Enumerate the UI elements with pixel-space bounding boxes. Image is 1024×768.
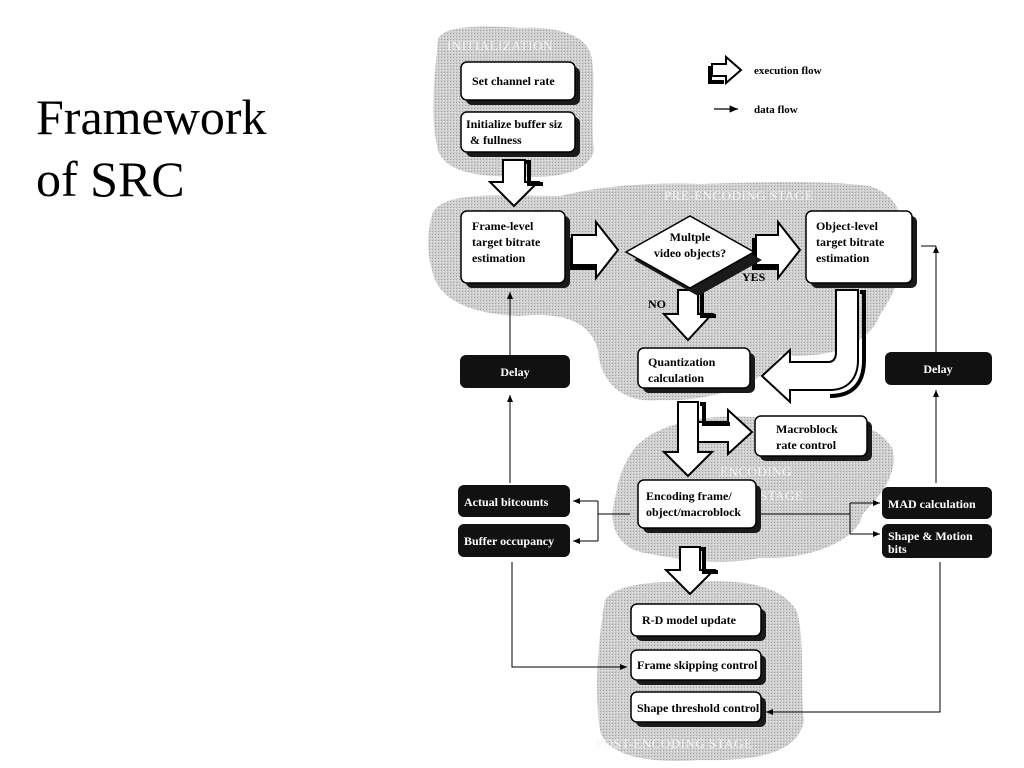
encoding-label-box-line1: Encoding frame/ xyxy=(646,489,732,503)
initialize-buffer-label-line1: Initialize buffer siz xyxy=(466,117,563,131)
decision-diamond: Multple video objects? xyxy=(624,215,762,296)
actual-bitcounts-label: Actual bitcounts xyxy=(464,495,549,509)
slide-title-line1: Framework xyxy=(36,89,267,145)
object-level-label-line1: Object-level xyxy=(816,219,879,233)
quantization-label-line2: calculation xyxy=(648,371,704,385)
frame-level-label-line1: Frame-level xyxy=(472,219,534,233)
initialization-label: INITIALIZATION xyxy=(447,38,553,53)
delay-right-box: Delay xyxy=(885,352,992,385)
initialize-buffer-box: Initialize buffer siz & fullness xyxy=(460,111,580,157)
encoding-label-line1: ENCODING xyxy=(720,464,792,479)
frame-skipping-label: Frame skipping control xyxy=(637,658,758,672)
legend: execution flow data flow xyxy=(708,54,822,116)
encoding-box: Encoding frame/ object/macroblock xyxy=(637,479,761,533)
mad-calculation-label: MAD calculation xyxy=(888,497,976,511)
set-channel-rate-label: Set channel rate xyxy=(472,74,555,88)
rd-model-label: R-D model update xyxy=(642,613,737,627)
exec-arrow-to-macroblock xyxy=(697,407,754,457)
shape-threshold-label: Shape threshold control xyxy=(637,701,760,715)
data-flow-legend-label: data flow xyxy=(754,104,798,116)
frame-level-label-line2: target bitrate xyxy=(472,235,541,249)
post-encoding-label: POST-ENCODING STAGE xyxy=(596,736,752,751)
quantization-label-line1: Quantization xyxy=(648,355,716,369)
object-level-box: Object-level target bitrate estimation xyxy=(805,210,917,288)
encoding-label-box-line2: object/macroblock xyxy=(646,505,741,519)
actual-bitcounts-box: Actual bitcounts xyxy=(458,485,570,517)
yes-label: YES xyxy=(742,270,766,284)
delay-left-label: Delay xyxy=(500,365,529,379)
macroblock-label-line2: rate control xyxy=(776,438,837,452)
initialize-buffer-label-line2: & fullness xyxy=(470,133,522,147)
object-level-label-line2: target bitrate xyxy=(816,235,885,249)
macroblock-label-line1: Macroblock xyxy=(776,422,838,436)
delay-left-box: Delay xyxy=(460,355,570,388)
no-label: NO xyxy=(648,297,666,311)
set-channel-rate-box: Set channel rate xyxy=(460,61,580,105)
execution-flow-legend-label: execution flow xyxy=(754,65,822,77)
rd-model-box: R-D model update xyxy=(630,603,766,641)
quantization-box: Quantization calculation xyxy=(637,347,755,393)
shape-motion-box: Shape & Motion bits xyxy=(882,524,992,558)
macroblock-box: Macroblock rate control xyxy=(754,415,872,461)
delay-right-label: Delay xyxy=(923,362,952,376)
buffer-occupancy-box: Buffer occupancy xyxy=(458,524,570,557)
exec-arrow-decision-to-object xyxy=(755,219,802,281)
frame-level-label-line3: estimation xyxy=(472,251,526,265)
exec-arrow-object-to-quant xyxy=(760,289,859,405)
data-flow-lines xyxy=(507,245,941,715)
exec-arrow-frame-to-decision xyxy=(571,219,620,281)
process-boxes: Set channel rate Initialize buffer siz &… xyxy=(458,61,992,727)
mad-calculation-box: MAD calculation xyxy=(882,487,992,519)
slide-title-line2: of SRC xyxy=(36,151,185,207)
object-level-label-line3: estimation xyxy=(816,251,870,265)
exec-arrow-quant-to-encoding xyxy=(661,401,715,478)
shape-motion-label-line2: bits xyxy=(888,542,907,556)
decision-label-line1: Multple xyxy=(670,230,711,244)
frame-level-box: Frame-level target bitrate estimation xyxy=(460,210,570,288)
stage-labels: INITIALIZATION PRE-ENCODING STAGE ENCODI… xyxy=(447,38,813,751)
shape-threshold-box: Shape threshold control xyxy=(630,691,766,727)
encoding-label-line2: STAGE xyxy=(760,488,803,503)
shape-motion-label-line1: Shape & Motion xyxy=(888,529,973,543)
buffer-occupancy-label: Buffer occupancy xyxy=(464,534,554,548)
pre-encoding-label: PRE-ENCODING STAGE xyxy=(664,188,813,203)
decision-label-line2: video objects? xyxy=(654,246,726,260)
frame-skipping-box: Frame skipping control xyxy=(630,649,766,685)
slide-title: Framework of SRC xyxy=(36,86,267,210)
execution-flow-icon xyxy=(711,54,743,86)
